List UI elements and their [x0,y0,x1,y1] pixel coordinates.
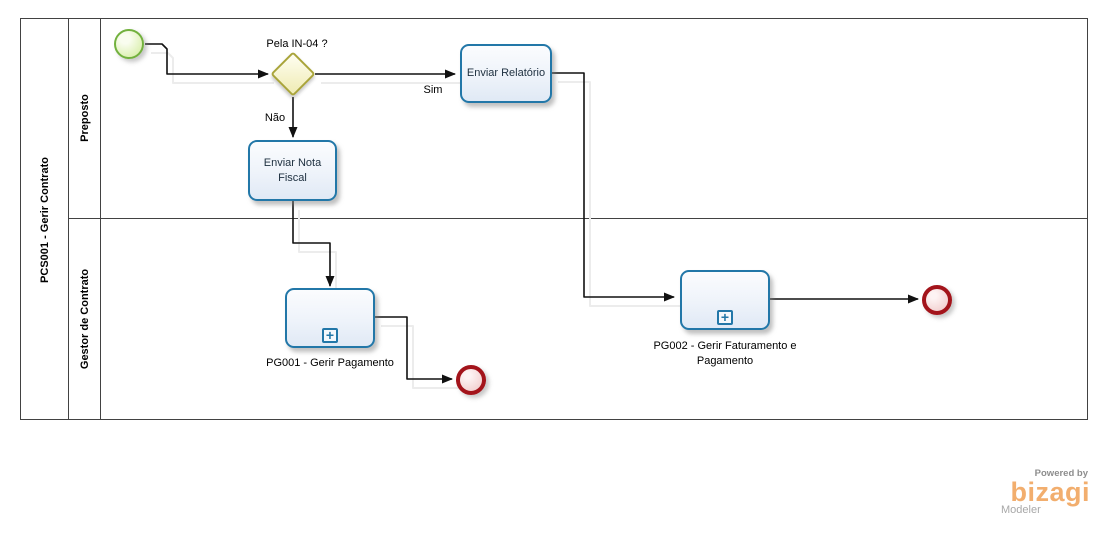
lane-divider [69,218,1087,219]
lane-header-column[interactable] [69,19,101,419]
pool-header[interactable] [21,19,69,419]
lane-label-preposto: Preposto [79,94,91,142]
start-event[interactable] [114,29,144,59]
flow-label-sim: Sim [423,84,443,96]
flow-enviar-nota-fiscal-to-pg001[interactable] [292,201,335,287]
end-event-pagamento[interactable] [456,365,486,395]
lane-label-gestor-de-contrato: Gestor de Contrato [79,268,91,370]
lane-gestor-de-contrato[interactable] [101,219,1087,419]
gateway-label: Pela IN-04 ? [266,38,328,50]
task-enviar-nota-fiscal[interactable]: Enviar Nota Fiscal [248,140,337,201]
subprocess-pg002-label: PG002 - Gerir Faturamento e Pagamento [653,340,797,367]
subprocess-expand-icon[interactable]: + [717,310,733,325]
subprocess-pg001-label: PG001 - Gerir Pagamento [266,357,394,369]
end-event-faturamento[interactable] [922,285,952,315]
connector-shadows [151,52,680,389]
flow-label-nao: Não [264,112,286,124]
flow-pg001-to-end[interactable] [375,316,453,384]
task-enviar-relatorio[interactable]: Enviar Relatório [460,44,552,103]
bizagi-logo: bizagi [1010,477,1090,507]
task-enviar-relatorio-label: Enviar Relatório [466,67,546,80]
powered-by-text: Powered by [1034,468,1088,479]
pool-pcs001[interactable]: PCS001 - Gerir Contrato Preposto Gestor … [20,18,1088,420]
pool-title: PCS001 - Gerir Contrato [39,157,51,283]
subprocess-pg002[interactable]: + [680,270,770,330]
task-enviar-nota-fiscal-label: Enviar Nota Fiscal [263,157,322,184]
flow-enviar-relatorio-to-pg002[interactable] [552,72,675,302]
bizagi-watermark: Powered by bizagi Modeler [998,468,1090,516]
flow-start-to-gateway[interactable] [145,43,269,79]
bizagi-modeler-text: Modeler [1001,504,1041,516]
subprocess-expand-icon[interactable]: + [322,328,338,343]
subprocess-pg001[interactable]: + [285,288,375,348]
